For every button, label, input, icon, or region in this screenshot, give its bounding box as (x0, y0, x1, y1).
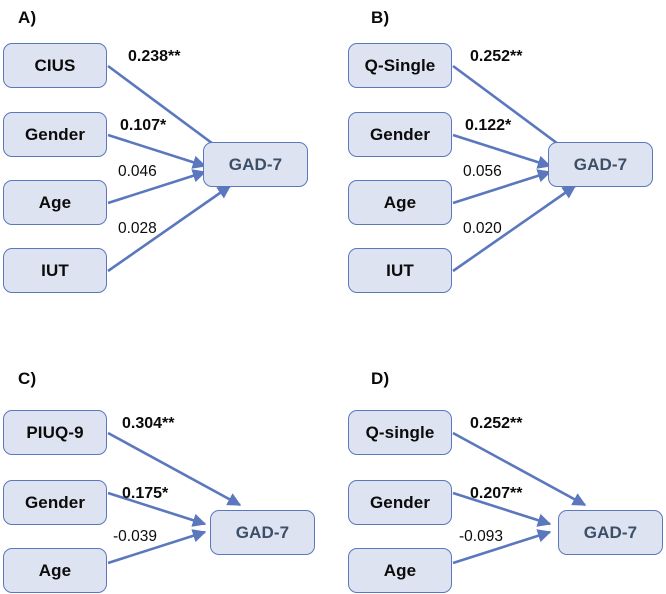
edge-age-gad7 (107, 169, 207, 205)
node-label: IUT (386, 260, 414, 280)
node-predictor-iut: IUT (348, 248, 452, 293)
panel-a-label: A) (18, 8, 37, 27)
node-outcome-gad7: GAD-7 (203, 142, 308, 187)
node-predictor-iut: IUT (3, 248, 107, 293)
edge-qsingle-gad7 (452, 431, 587, 507)
node-label: Age (38, 560, 72, 580)
edge-label-age: 0.046 (118, 163, 157, 180)
node-outcome-gad7: GAD-7 (210, 510, 315, 555)
node-label: Gender (24, 124, 86, 144)
node-outcome-gad7: GAD-7 (558, 510, 663, 555)
node-predictor-age: Age (3, 548, 107, 593)
node-label: Age (383, 560, 417, 580)
panel-c: C) PIUQ-9 Gender Age GAD-7 0.304** 0.175… (0, 360, 333, 594)
edge-label-iut: 0.028 (118, 220, 157, 237)
edge-iut-gad7 (452, 184, 577, 273)
panel-c-label: C) (18, 369, 37, 388)
edge-label-q-single: 0.252** (470, 415, 523, 432)
node-label: CIUS (34, 55, 76, 75)
edge-iut-gad7 (107, 184, 232, 273)
node-predictor-gender: Gender (3, 112, 107, 157)
edge-gender-gad7 (452, 491, 552, 527)
edge-age-gad7 (107, 529, 207, 565)
node-label: Gender (369, 124, 431, 144)
edge-label-gender: 0.207** (470, 485, 523, 502)
node-predictor-q-single: Q-Single (348, 43, 452, 88)
panel-b-arrows (452, 64, 577, 273)
edge-gender-gad7 (107, 491, 207, 527)
edge-age-gad7 (452, 169, 552, 205)
node-predictor-q-single: Q-single (348, 410, 452, 455)
node-predictor-cius: CIUS (3, 43, 107, 88)
panel-a-arrows (107, 64, 232, 273)
node-label: Q-Single (364, 55, 436, 75)
edge-cius-gad7 (107, 64, 230, 157)
edge-label-q-single: 0.252** (470, 48, 523, 65)
edge-label-piuq-9: 0.304** (122, 415, 175, 432)
node-predictor-gender: Gender (3, 480, 107, 525)
node-label: PIUQ-9 (26, 422, 84, 442)
node-label: Age (383, 192, 417, 212)
edge-label-age: 0.056 (463, 163, 502, 180)
edge-label-cius: 0.238** (128, 48, 181, 65)
edge-age-gad7 (452, 529, 552, 565)
node-label: GAD-7 (235, 522, 290, 542)
panel-c-arrows (107, 431, 242, 565)
edge-gender-gad7 (452, 133, 552, 169)
panel-b: B) Q-Single Gender Age IUT GAD-7 0.252**… (333, 0, 666, 333)
node-predictor-piuq-9: PIUQ-9 (3, 410, 107, 455)
node-predictor-gender: Gender (348, 480, 452, 525)
node-label: Gender (24, 492, 86, 512)
panel-a: A) CIUS Gender Age IUT GAD-7 0.238** 0.1… (0, 0, 333, 333)
node-label: Q-single (365, 422, 435, 442)
node-label: Gender (369, 492, 431, 512)
panel-d-label: D) (371, 369, 390, 388)
node-predictor-gender: Gender (348, 112, 452, 157)
node-label: GAD-7 (573, 154, 628, 174)
node-label: IUT (41, 260, 69, 280)
node-predictor-age: Age (3, 180, 107, 225)
edge-qsingle-gad7 (452, 64, 575, 157)
node-predictor-age: Age (348, 180, 452, 225)
edge-piuq9-gad7 (107, 431, 242, 507)
node-predictor-age: Age (348, 548, 452, 593)
node-label: Age (38, 192, 72, 212)
edge-label-age: -0.093 (459, 528, 503, 545)
panel-d: D) Q-single Gender Age GAD-7 0.252** 0.2… (333, 360, 666, 594)
edge-label-gender: 0.122* (465, 117, 512, 134)
edge-gender-gad7 (107, 133, 207, 169)
edge-label-gender: 0.107* (120, 117, 167, 134)
edge-label-iut: 0.020 (463, 220, 502, 237)
edge-label-age: -0.039 (113, 528, 157, 545)
node-outcome-gad7: GAD-7 (548, 142, 653, 187)
node-label: GAD-7 (228, 154, 283, 174)
panel-b-label: B) (371, 8, 390, 27)
node-label: GAD-7 (583, 522, 638, 542)
edge-label-gender: 0.175* (122, 485, 169, 502)
panel-d-arrows (452, 431, 587, 565)
